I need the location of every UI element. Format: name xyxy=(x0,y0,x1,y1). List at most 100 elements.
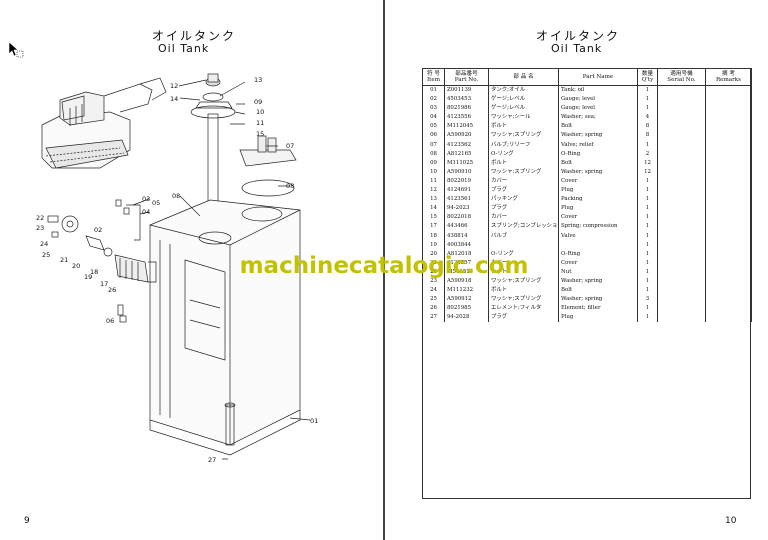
cell-name-jp: カバー xyxy=(488,176,559,187)
cell-qty: 1 xyxy=(637,204,658,214)
cell-serial xyxy=(657,95,706,105)
cell-part-name: Cover xyxy=(558,213,638,223)
cell-item: 12 xyxy=(422,186,445,196)
left-title-en: Oil Tank xyxy=(158,42,210,55)
watermark: machinecatalogic.com xyxy=(239,253,529,279)
cell-part-no: A590912 xyxy=(444,295,489,305)
cell-remarks xyxy=(705,158,752,168)
callout-25: 25 xyxy=(42,251,50,259)
cell-name-jp: スプリング;コンプレッション xyxy=(488,222,559,232)
cell-remarks xyxy=(705,267,752,277)
cell-part-no: A590920 xyxy=(444,131,489,141)
callout-15: 15 xyxy=(256,130,264,138)
cell-part-no: 4123561 xyxy=(444,195,489,205)
cell-remarks xyxy=(705,222,752,232)
cell-item: 06 xyxy=(422,131,445,141)
cell-remarks xyxy=(705,113,752,123)
cell-serial xyxy=(657,131,706,141)
cell-part-name: Washer; spring xyxy=(558,131,638,141)
callout-03: 03 xyxy=(142,195,150,203)
cell-serial xyxy=(657,313,706,323)
callout-19: 19 xyxy=(84,273,92,281)
cell-name-jp: バルブ xyxy=(488,231,559,241)
cell-remarks xyxy=(705,204,752,214)
callout-14: 14 xyxy=(170,95,178,103)
cell-serial xyxy=(657,113,706,123)
cell-remarks xyxy=(705,122,752,132)
cell-part-name: Gauge; level xyxy=(558,95,638,105)
cell-name-jp: ゲージ;レベル xyxy=(488,95,559,105)
callout-17: 17 xyxy=(100,280,108,288)
cell-qty: 1 xyxy=(637,313,658,323)
cell-part-name: Washer; spring xyxy=(558,295,638,305)
cell-qty: 1 xyxy=(637,213,658,223)
page-gutter xyxy=(383,0,385,540)
cell-qty: 12 xyxy=(637,158,658,168)
cell-part-name: Spring; compression xyxy=(558,222,638,232)
cell-part-name: Cover xyxy=(558,176,638,187)
cell-name-jp: バルブ;リリーフ xyxy=(488,140,559,150)
cell-remarks xyxy=(705,249,752,259)
cell-part-no: 8021986 xyxy=(444,104,489,114)
cell-name-jp: パッキング xyxy=(488,195,559,205)
callout-13: 13 xyxy=(254,76,262,84)
callout-10: 10 xyxy=(256,108,264,116)
cell-name-jp: エレメント;フィルタ xyxy=(488,304,559,314)
cell-qty: 8 xyxy=(637,131,658,141)
cell-name-jp: ワッシャ;スプリング xyxy=(488,295,559,305)
cell-serial xyxy=(657,85,706,96)
cell-part-name: Plug xyxy=(558,186,638,196)
callout-04: 04 xyxy=(142,208,150,216)
cell-remarks xyxy=(705,195,752,205)
header-qty: 数量 Q'ty xyxy=(637,68,658,86)
cell-name-jp xyxy=(488,240,559,250)
cell-part-no: A590910 xyxy=(444,167,489,177)
right-page-number: 10 xyxy=(725,516,737,526)
cell-name-jp: ワッシャ;スプリング xyxy=(488,167,559,177)
cell-serial xyxy=(657,213,706,223)
cell-part-no: 443466 xyxy=(444,222,489,232)
cell-name-jp: ボルト xyxy=(488,122,559,132)
cell-serial xyxy=(657,167,706,177)
cell-qty: 1 xyxy=(637,231,658,241)
cell-part-no: 94-2023 xyxy=(444,204,489,214)
cell-remarks xyxy=(705,186,752,196)
cell-item: 01 xyxy=(422,85,445,96)
cell-remarks xyxy=(705,240,752,250)
cell-remarks xyxy=(705,286,752,296)
callout-11: 11 xyxy=(256,119,264,127)
cell-part-no: 94-2028 xyxy=(444,313,489,323)
callout-06: 06 xyxy=(106,317,114,325)
callout-07: 07 xyxy=(286,142,294,150)
cell-qty: 3 xyxy=(637,295,658,305)
cell-part-name: Valve xyxy=(558,231,638,241)
cell-part-no: Z001139 xyxy=(444,85,489,96)
cell-part-name: Tank; oil xyxy=(558,85,638,96)
cell-remarks xyxy=(705,304,752,314)
cell-remarks xyxy=(705,104,752,114)
cell-remarks xyxy=(705,295,752,305)
cell-remarks xyxy=(705,167,752,177)
cell-name-jp: タンク;オイル xyxy=(488,85,559,96)
cell-part-name: Bolt xyxy=(558,158,638,168)
cell-part-no: 8021985 xyxy=(444,304,489,314)
cell-item: 17 xyxy=(422,222,445,232)
cell-part-name: Bolt xyxy=(558,286,638,296)
cell-item: 07 xyxy=(422,140,445,150)
cell-remarks xyxy=(705,213,752,223)
parts-table-header: 符 号 Item 部品番号 Part No. 部 品 名 Part Name 数… xyxy=(422,68,752,86)
cell-part-no: 4003844 xyxy=(444,240,489,250)
cell-qty: 1 xyxy=(637,85,658,96)
